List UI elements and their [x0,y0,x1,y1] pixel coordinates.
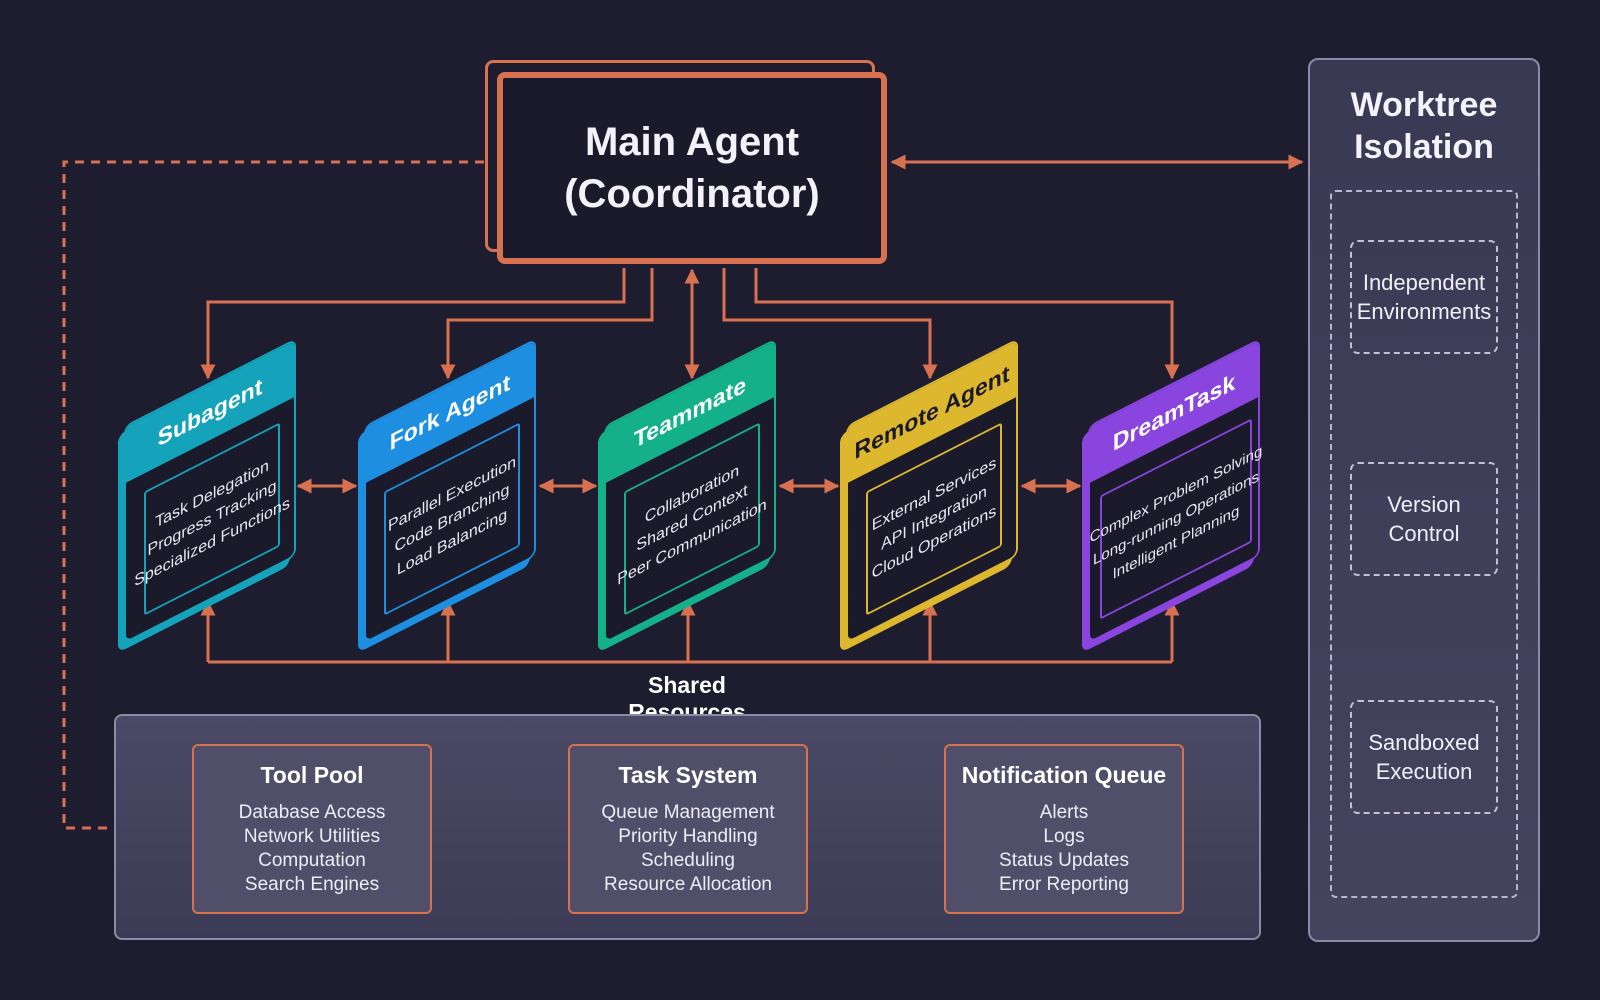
main-to-dreamtask-arrow [754,268,1180,380]
resource-item: Scheduling [640,850,736,871]
worktree-container: Independent Environments Version Control… [1330,190,1518,898]
resource-item: Database Access [238,802,386,823]
shared-resources-panel: Tool Pool Database Access Network Utilit… [114,714,1261,940]
resource-title: Tool Pool [260,762,364,788]
main-agent-subtitle: (Coordinator) [564,172,820,216]
main-to-subagent-arrow [200,268,626,380]
resource-title: Task System [618,762,758,788]
resource-title: Notification Queue [961,762,1167,788]
worktree-isolation-panel: Worktree Isolation Independent Environme… [1308,58,1540,942]
worktree-item-version-control: Version Control [1350,462,1498,576]
resource-item: Error Reporting [999,874,1129,895]
worktree-item-independent-environments: Independent Environments [1350,240,1498,354]
worktree-item-line: Environments [1356,299,1492,324]
resource-item: Resource Allocation [604,874,772,895]
worktree-item-line: Execution [1375,759,1473,784]
resource-item: Priority Handling [618,826,758,847]
dashed-loop-connector [62,160,484,830]
main-agent-box: Main Agent (Coordinator) [497,72,887,264]
worktree-item-sandboxed-execution: Sandboxed Execution [1350,700,1498,814]
worktree-item-line: Independent [1362,270,1486,295]
resource-box-notification-queue: Notification Queue Alerts Logs Status Up… [944,744,1184,914]
resource-box-tool-pool: Tool Pool Database Access Network Utilit… [192,744,432,914]
worktree-title-line: Isolation [1354,128,1494,166]
resource-item: Status Updates [999,850,1129,871]
worktree-item-line: Control [1388,521,1460,546]
main-to-fork-agent-arrow [440,268,654,380]
worktree-item-line: Version [1387,492,1461,517]
resource-item: Computation [258,850,366,871]
main-to-remote-agent-arrow [722,268,938,380]
resource-item: Search Engines [244,874,380,895]
resource-box-task-system: Task System Queue Management Priority Ha… [568,744,808,914]
resource-item: Queue Management [601,802,775,823]
resource-item: Alerts [1039,802,1089,823]
resource-item: Network Utilities [243,826,381,847]
resource-item: Logs [1043,826,1085,847]
worktree-item-line: Sandboxed [1368,730,1480,755]
worktree-title-line: Worktree [1350,86,1498,124]
worktree-title: Worktree Isolation [1310,84,1538,168]
main-agent-title: Main Agent [584,120,800,164]
